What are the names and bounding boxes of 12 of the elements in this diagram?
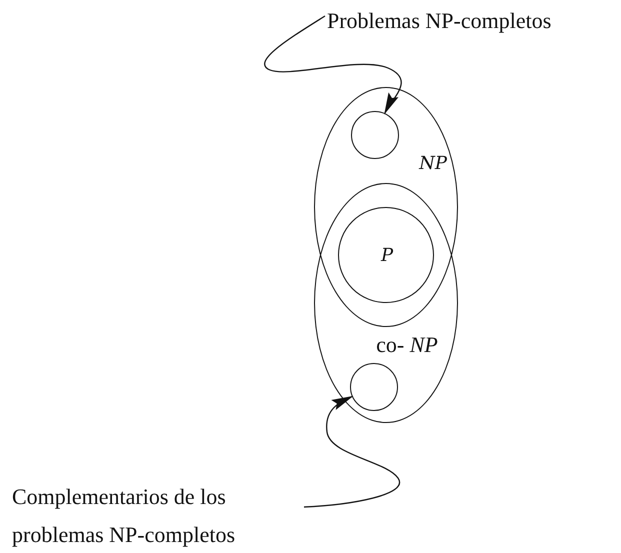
set-ellipse [314,183,458,423]
subset-circle [350,362,398,411]
leader-arrow [264,16,402,115]
set-label: NP [419,153,447,175]
annotation-text: Problemas NP-completos [327,2,617,40]
set-circle [338,207,434,303]
leader-arrow [304,396,400,508]
annotation-text: Complementarios de los problemas NP-completos [12,478,312,553]
set-ellipse [314,87,458,327]
set-label: P [380,245,394,267]
set-label: co- NP [376,332,438,358]
subset-circle [350,110,399,159]
